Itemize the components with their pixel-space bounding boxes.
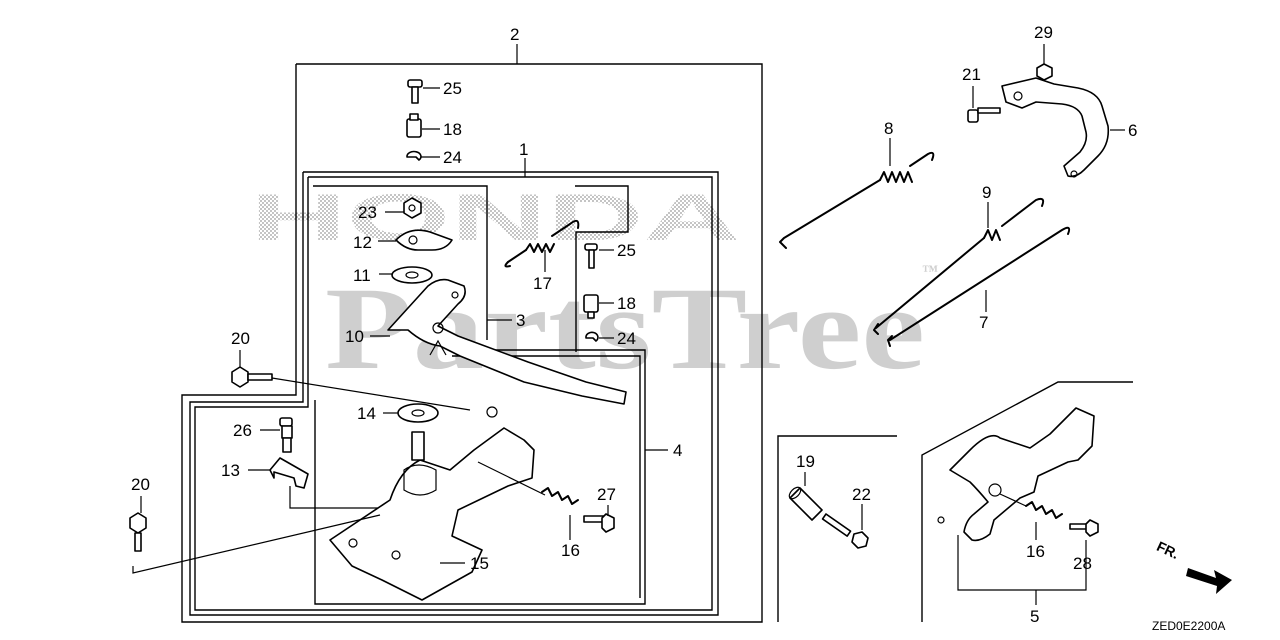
inset-frame-right [921,381,1133,622]
callout-7[interactable]: 7 [979,313,988,332]
nut-23 [385,197,422,219]
front-direction-label: FR. [1154,538,1181,562]
bolt-22 [821,504,869,549]
callout-23[interactable]: 23 [358,203,377,222]
callout-8[interactable]: 8 [884,119,893,138]
clip-24-right [585,331,614,342]
washer-11 [379,266,433,284]
bolt-25-right [584,243,614,269]
spring-17 [504,219,580,272]
lever-10 [370,278,627,405]
screw-27 [583,505,615,533]
callout-16-right[interactable]: 16 [1026,542,1045,561]
callout-24-right[interactable]: 24 [617,329,636,348]
base-15 [329,406,535,601]
callout-3[interactable]: 3 [516,311,525,330]
callout-10[interactable]: 10 [345,327,364,346]
clip-24-top [406,150,440,161]
trademark-symbol: ™ [922,263,938,280]
callout-12[interactable]: 12 [353,233,372,252]
callout-29[interactable]: 29 [1034,23,1053,42]
callout-22[interactable]: 22 [852,485,871,504]
rod-7 [887,226,1071,347]
callout-20-upper[interactable]: 20 [231,329,250,348]
callout-26[interactable]: 26 [233,421,252,440]
bolt-21 [967,86,1001,123]
callout-14[interactable]: 14 [357,404,376,423]
callout-27[interactable]: 27 [597,485,616,504]
bracket-6 [1001,77,1125,178]
bracket-5 [937,407,1095,605]
callout-18-right[interactable]: 18 [617,294,636,313]
rod-8 [779,138,935,249]
callout-13[interactable]: 13 [221,461,240,480]
spring-16-right [999,493,1063,540]
nut-29 [1036,44,1053,81]
callout-4[interactable]: 4 [673,441,682,460]
clamp-13 [248,457,380,509]
screw-28 [1069,519,1099,537]
callout-25-right[interactable]: 25 [617,241,636,260]
assembly-frame-1 [189,158,719,616]
callout-24-top[interactable]: 24 [443,148,462,167]
rod-9 [873,197,1045,335]
plate-12 [378,229,453,251]
honda-watermark: HONDA [250,180,740,254]
callout-9[interactable]: 9 [982,183,991,202]
spring-16-left [477,461,579,540]
callout-11[interactable]: 11 [353,266,371,285]
callout-5[interactable]: 5 [1030,607,1039,626]
inset-frame-left [777,435,897,622]
callout-1[interactable]: 1 [519,140,528,159]
bolt-26 [260,417,293,453]
callout-18-top[interactable]: 18 [443,120,462,139]
diagram-code: ZED0E2200A [1152,619,1225,633]
assembly-frame-2 [181,44,763,623]
callout-19[interactable]: 19 [796,452,815,471]
honda-watermark-text: HONDA [250,180,740,254]
callout-15[interactable]: 15 [470,554,489,573]
assembly-frame-4 [314,349,668,605]
callout-21[interactable]: 21 [962,65,981,84]
collar-19 [788,472,823,521]
callout-17[interactable]: 17 [533,274,552,293]
collar-18-right [583,294,614,319]
bolt-20-lower [129,496,381,574]
collar-18-top [406,113,440,138]
washer-14 [383,403,439,423]
callout-28[interactable]: 28 [1073,554,1092,573]
assembly-frame-3 [313,185,512,340]
callout-20-lower[interactable]: 20 [131,475,150,494]
callout-6[interactable]: 6 [1128,121,1137,140]
callout-16-left[interactable]: 16 [561,541,580,560]
callout-25-top[interactable]: 25 [443,79,462,98]
front-direction-arrow: FR. [1154,538,1232,594]
callout-2[interactable]: 2 [510,25,519,44]
assembly-frame-17-bracket [575,185,629,352]
bolt-20-upper [231,350,471,411]
bolt-25-top [407,79,440,104]
